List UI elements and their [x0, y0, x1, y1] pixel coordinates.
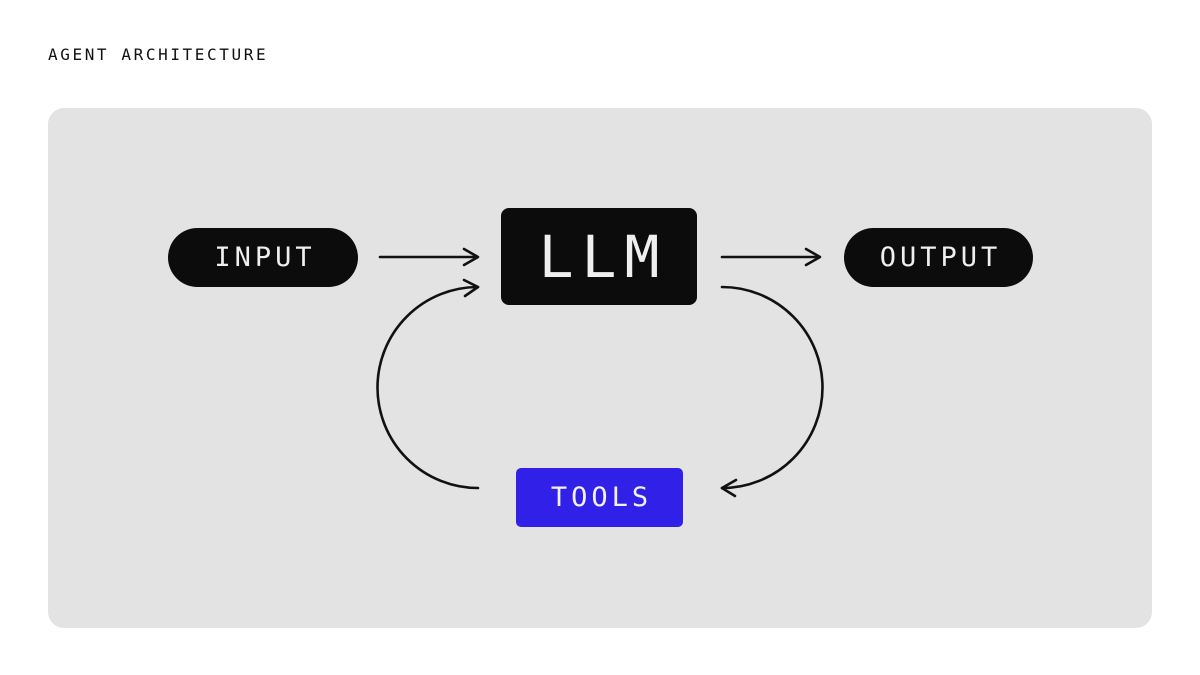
node-input-label: INPUT	[214, 242, 316, 273]
node-llm-label: LLM	[538, 222, 668, 291]
node-input: INPUT	[168, 228, 358, 287]
node-tools-label: TOOLS	[550, 482, 653, 513]
edge-tools-to-llm	[376, 278, 480, 490]
diagram-edges	[376, 247, 824, 498]
edge-input-to-llm	[378, 247, 480, 267]
node-output-label: OUTPUT	[879, 242, 1002, 273]
node-tools: TOOLS	[516, 468, 683, 527]
edge-llm-to-output	[720, 247, 822, 267]
node-output: OUTPUT	[844, 228, 1033, 287]
edge-llm-to-tools	[720, 285, 824, 498]
node-llm: LLM	[501, 208, 697, 305]
page-title: AGENT ARCHITECTURE	[48, 45, 269, 64]
diagram-panel: INPUT LLM OUTPUT TOOLS	[48, 108, 1152, 628]
